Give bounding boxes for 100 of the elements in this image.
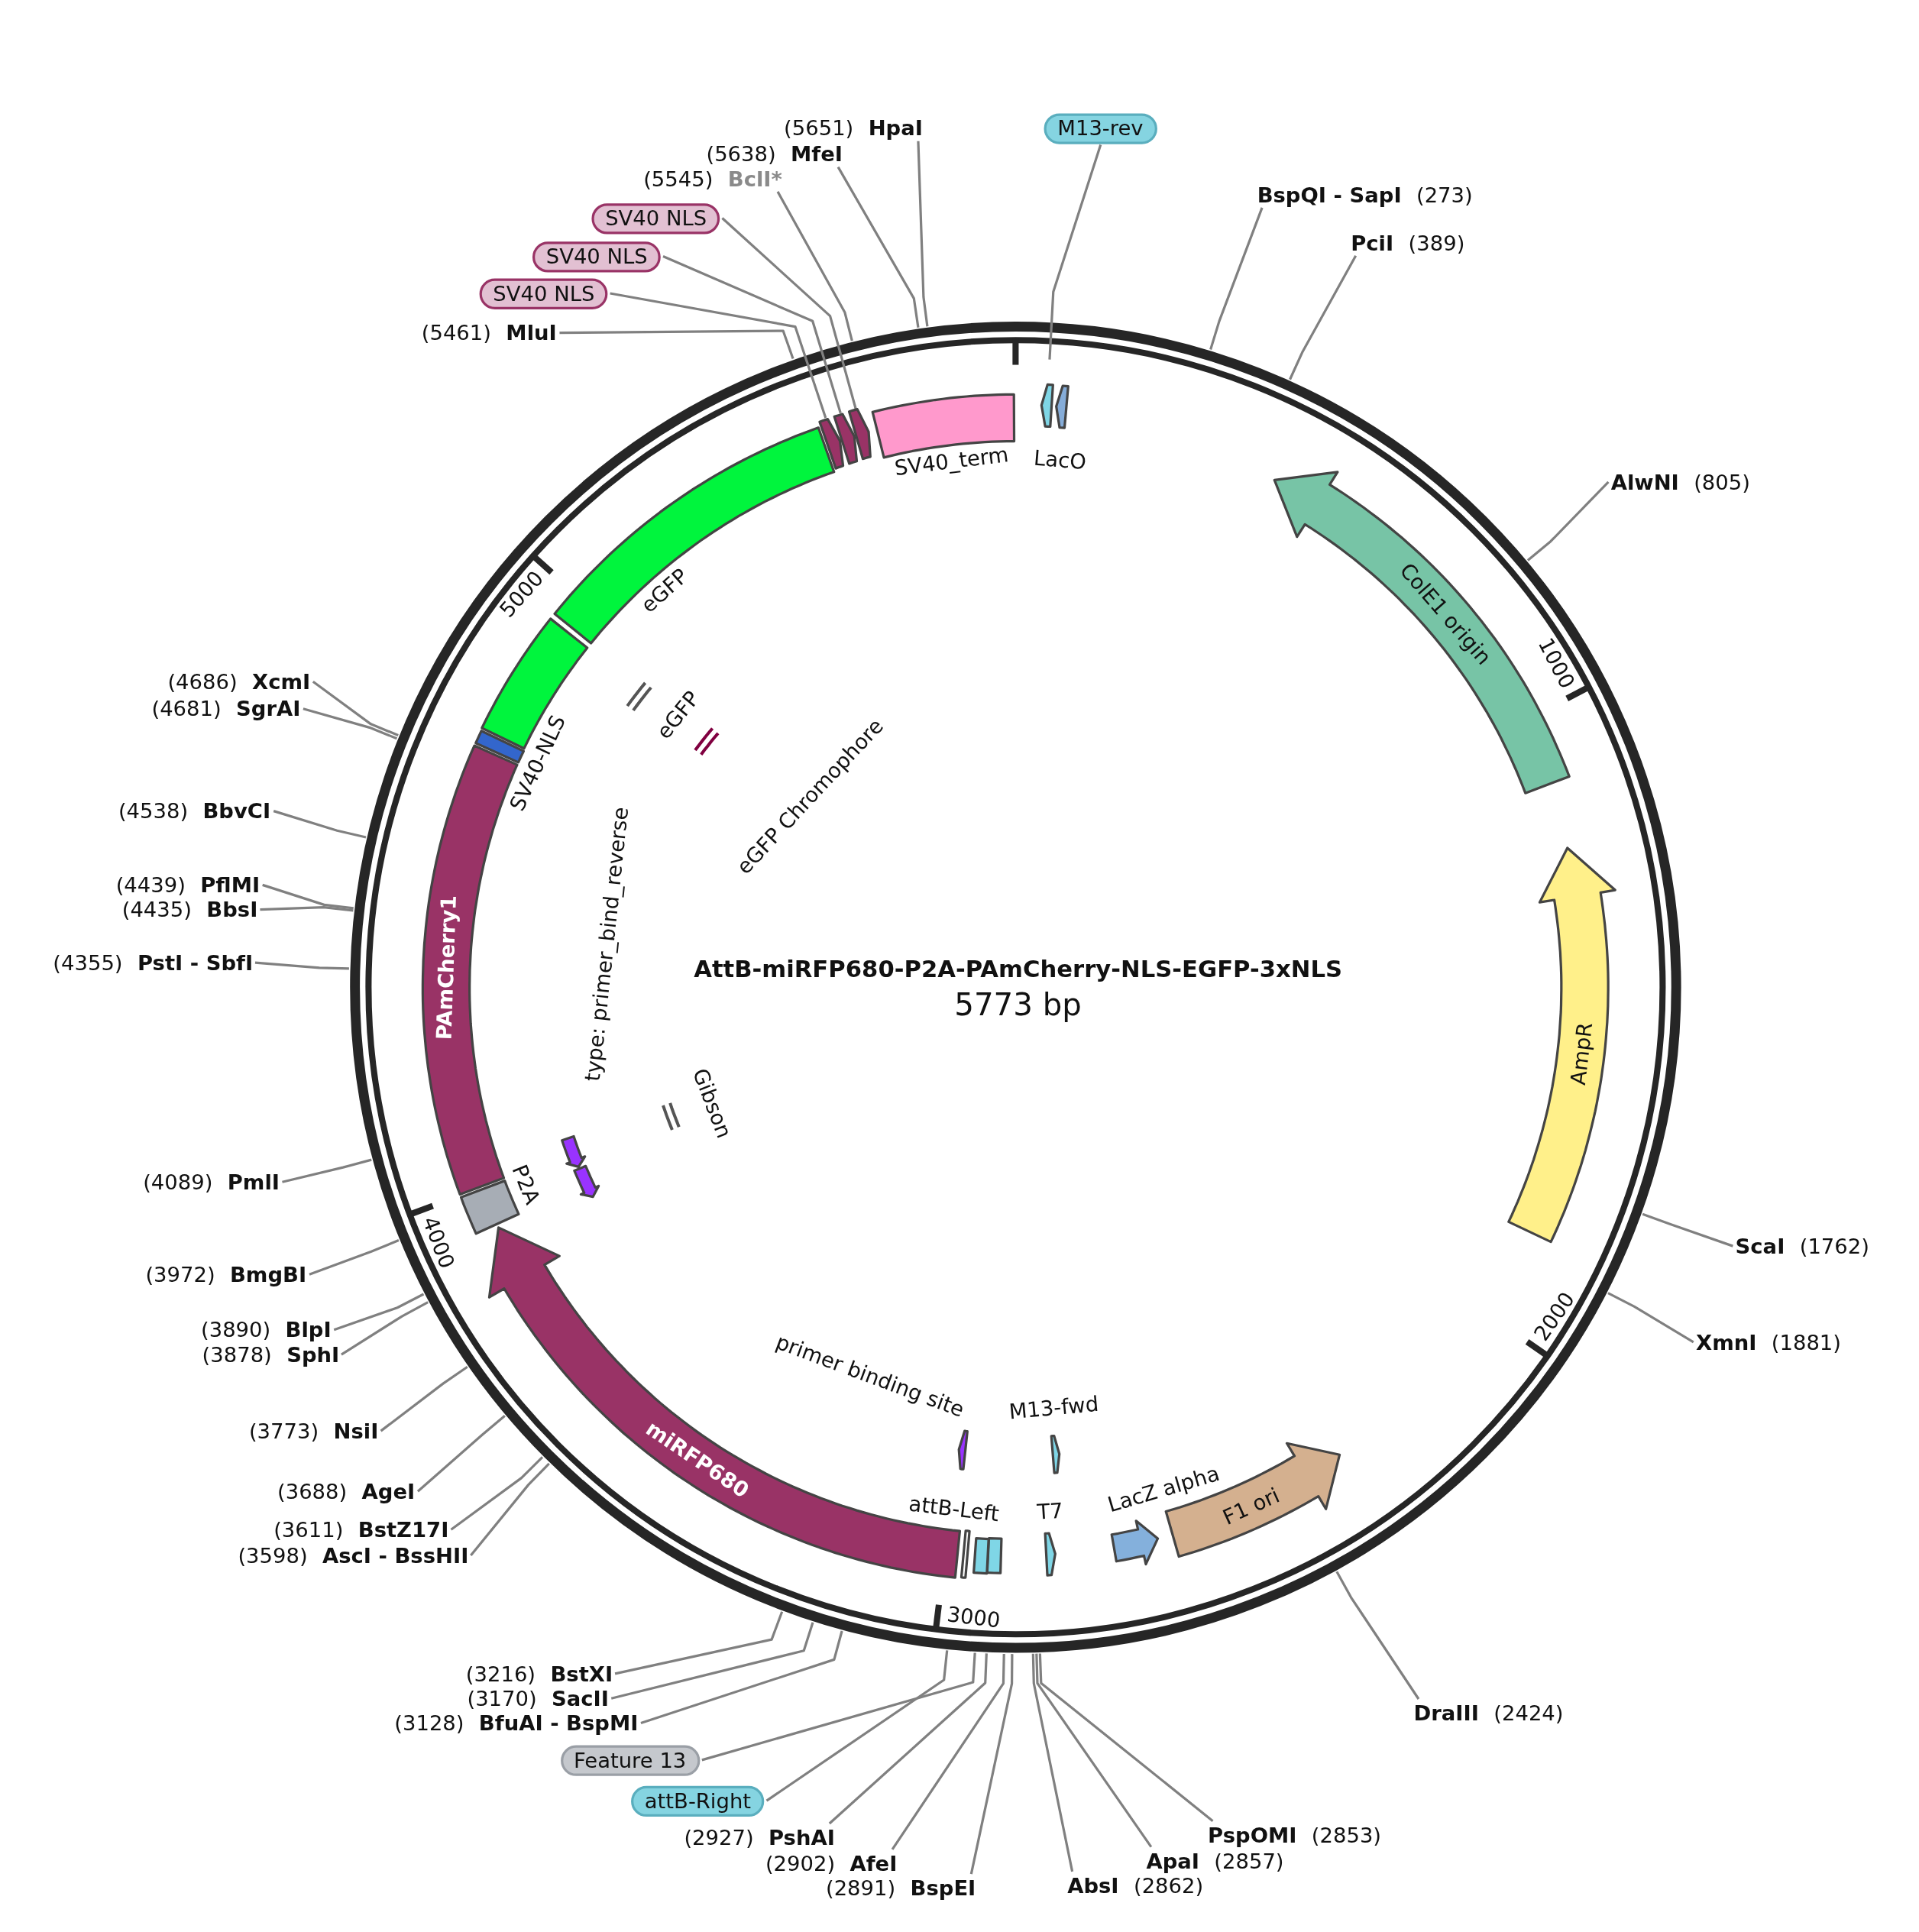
site-position: (3128) — [394, 1710, 464, 1736]
leader-line — [303, 707, 398, 740]
leader-line — [470, 1462, 550, 1557]
leader-line — [273, 810, 367, 839]
leader-line — [262, 883, 354, 910]
leader-line — [640, 1630, 843, 1724]
site-position: (4681) — [151, 695, 222, 722]
enzyme-name: PshAI — [769, 1824, 835, 1851]
site-position: (2862) — [1133, 1872, 1204, 1899]
enzyme-name: AbsI — [1067, 1872, 1119, 1899]
leader-line — [969, 1654, 1014, 1875]
enzyme-name: AscI - BssHII — [322, 1542, 469, 1568]
enzyme-name: BspQI - SapI — [1257, 181, 1402, 208]
leader-line — [1031, 1653, 1074, 1872]
enzyme-name: PstI - SbfI — [137, 950, 254, 976]
enzyme-name: XcmI — [252, 668, 311, 695]
feature-tag: SV40 NLS — [591, 202, 720, 234]
feature-label: LacO — [1032, 445, 1088, 474]
enzyme-name: NsiI — [333, 1418, 379, 1445]
enzyme-name: DraIII — [1413, 1700, 1479, 1727]
site-position: (4686) — [167, 668, 238, 695]
leader-line — [614, 1611, 784, 1675]
site-position: (805) — [1694, 468, 1750, 495]
enzyme-name: XmnI — [1696, 1329, 1757, 1355]
enzyme-name: AgeI — [361, 1478, 416, 1505]
enzyme-name: HpaI — [868, 115, 923, 141]
enzyme-name: BmgBI — [229, 1261, 307, 1288]
plasmid-name: AttB-miRFP680-P2A-PAmCherry-NLS-EGFP-3xNLS — [694, 954, 1343, 983]
feature-name: AmpR — [1565, 1021, 1597, 1086]
leader-line — [891, 1653, 1005, 1850]
leader-line — [721, 217, 857, 409]
site-position: (4538) — [118, 798, 189, 824]
site-position: (3890) — [201, 1316, 271, 1343]
feature-tag: SV40 NLS — [532, 241, 662, 272]
enzyme-name: PmlI — [227, 1169, 280, 1196]
site-position: (3216) — [465, 1661, 536, 1687]
leader-line — [1607, 1292, 1694, 1344]
feature-tag: SV40 NLS — [479, 277, 609, 309]
enzyme-name: PflMI — [200, 872, 261, 898]
leader-line — [701, 1652, 976, 1762]
enzyme-name: AfeI — [849, 1850, 898, 1877]
enzyme-name: AlwNI — [1610, 468, 1679, 495]
leader-line — [1642, 1212, 1733, 1248]
leader-line — [416, 1415, 506, 1493]
leader-line — [333, 1293, 425, 1332]
enzyme-name: BstXI — [550, 1661, 613, 1687]
site-position: (5461) — [421, 319, 491, 346]
leader-line — [1335, 1571, 1420, 1700]
feature-label: P2A — [506, 1160, 545, 1208]
leader-line — [1289, 255, 1358, 380]
feature-tag: attB-Right — [631, 1785, 765, 1817]
site-position: (3972) — [145, 1261, 215, 1288]
leader-line — [828, 1653, 988, 1825]
enzyme-name: BclI* — [727, 166, 782, 192]
leader-line — [282, 1158, 372, 1183]
leader-line — [312, 680, 399, 737]
feature-label: M13-fwd — [1008, 1390, 1100, 1424]
site-position: (4089) — [143, 1169, 213, 1196]
enzyme-name: BbvCI — [202, 798, 271, 824]
site-position: (4439) — [115, 872, 186, 898]
feature-name: PAmCherry1 — [432, 894, 461, 1040]
site-position: (2853) — [1311, 1822, 1382, 1849]
leader-line — [610, 1622, 814, 1700]
enzyme-name: ScaI — [1735, 1233, 1785, 1260]
enzyme-name: PciI — [1351, 229, 1394, 256]
site-position: (3773) — [248, 1418, 319, 1445]
leader-line — [837, 166, 920, 328]
enzyme-name: BspEI — [910, 1875, 976, 1901]
scale-number: 3000 — [946, 1601, 1002, 1633]
enzyme-name: BlpI — [285, 1316, 332, 1343]
feature-label: T7 — [1036, 1497, 1065, 1525]
enzyme-name: BfuAI - BspMI — [478, 1710, 639, 1736]
scale-number: 1000 — [1533, 633, 1581, 692]
leader-line — [1526, 481, 1610, 561]
site-position: (5545) — [643, 166, 714, 192]
leader-line — [1209, 207, 1264, 351]
enzyme-name: SgrAI — [236, 695, 301, 722]
scale-number: 4000 — [417, 1213, 460, 1272]
site-position: (1881) — [1771, 1329, 1841, 1355]
leader-line — [1035, 1653, 1153, 1848]
site-position: (2857) — [1214, 1848, 1284, 1875]
site-position: (2902) — [765, 1850, 836, 1877]
feature-tag: M13-rev — [1044, 112, 1157, 144]
enzyme-name: BbsI — [206, 896, 258, 923]
site-position: (3598) — [238, 1542, 308, 1568]
leader-line — [341, 1301, 429, 1356]
leader-line — [309, 1239, 400, 1276]
leader-line — [662, 255, 842, 414]
feature-label: SV40_term — [892, 442, 1010, 481]
enzyme-name: ApaI — [1146, 1848, 1199, 1875]
leader-line — [765, 1650, 949, 1802]
site-position: (1762) — [1799, 1233, 1869, 1260]
enzyme-name: SacII — [552, 1685, 609, 1712]
leader-line — [1038, 1653, 1214, 1822]
site-position: (5638) — [706, 141, 776, 167]
leader-line — [917, 141, 929, 327]
enzyme-name: MfeI — [791, 141, 843, 167]
leader-line — [559, 329, 794, 360]
site-position: (3611) — [273, 1516, 344, 1543]
leader-line — [610, 292, 827, 419]
